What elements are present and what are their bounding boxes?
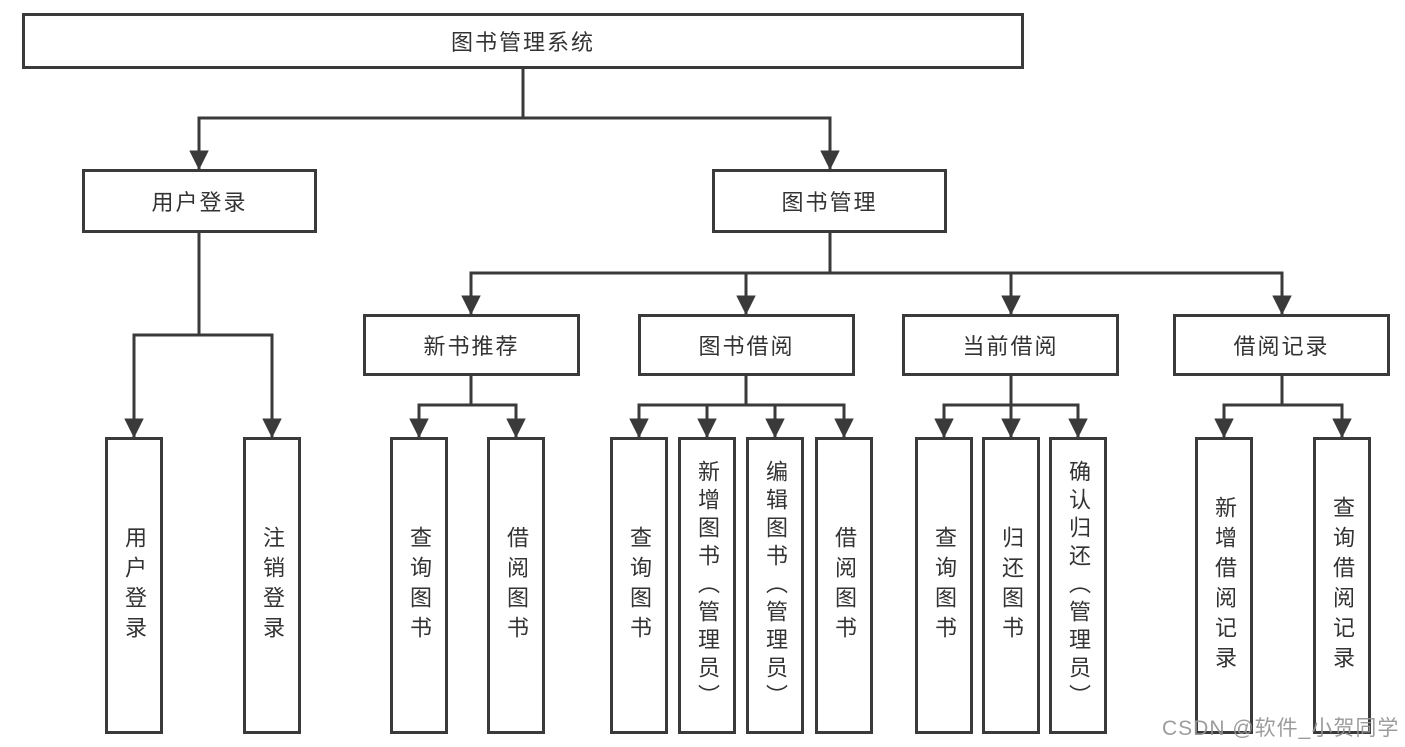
node-label: 新书推荐 bbox=[423, 334, 520, 359]
leaf-borrow-books-recommend: 借阅图书 bbox=[487, 437, 545, 734]
node-borrow-records: 借阅记录 bbox=[1173, 314, 1390, 376]
leaf-borrow-books: 借阅图书 bbox=[815, 437, 873, 734]
node-label: 新增图书（管理员） bbox=[695, 459, 720, 712]
leaf-return-book: 归还图书 bbox=[982, 437, 1040, 734]
node-label: 用户登录 bbox=[122, 525, 147, 646]
node-label: 当前借阅 bbox=[962, 334, 1059, 359]
node-label: 确认归还（管理员） bbox=[1066, 459, 1091, 712]
node-user-login: 用户登录 bbox=[82, 169, 317, 233]
node-current-borrow: 当前借阅 bbox=[902, 314, 1119, 376]
node-label: 借阅图书 bbox=[504, 525, 529, 646]
leaf-edit-book-admin: 编辑图书（管理员） bbox=[746, 437, 804, 734]
node-label: 编辑图书（管理员） bbox=[763, 459, 788, 712]
node-label: 查询图书 bbox=[932, 525, 957, 646]
leaf-add-borrow-record: 新增借阅记录 bbox=[1195, 437, 1253, 734]
node-label: 借阅图书 bbox=[832, 525, 857, 646]
node-label: 用户登录 bbox=[151, 190, 248, 215]
node-label: 新增借阅记录 bbox=[1212, 495, 1237, 676]
node-label: 图书借阅 bbox=[698, 334, 795, 359]
node-library-management-system: 图书管理系统 bbox=[22, 13, 1024, 69]
csdn-watermark: CSDN @软件_小贺同学 bbox=[1162, 717, 1400, 740]
node-label: 查询借阅记录 bbox=[1330, 495, 1355, 676]
leaf-query-books-recommend: 查询图书 bbox=[390, 437, 448, 734]
node-label: 借阅记录 bbox=[1233, 334, 1330, 359]
leaf-user-login: 用户登录 bbox=[105, 437, 163, 734]
leaf-add-book-admin: 新增图书（管理员） bbox=[678, 437, 736, 734]
leaf-logout: 注销登录 bbox=[243, 437, 301, 734]
leaf-query-books-current: 查询图书 bbox=[915, 437, 973, 734]
node-book-borrow: 图书借阅 bbox=[638, 314, 855, 376]
node-new-book-recommend: 新书推荐 bbox=[363, 314, 580, 376]
node-label: 图书管理 bbox=[781, 190, 878, 215]
node-label: 注销登录 bbox=[260, 525, 285, 646]
node-label: 图书管理系统 bbox=[450, 30, 595, 55]
leaf-query-borrow-record: 查询借阅记录 bbox=[1313, 437, 1371, 734]
leaf-confirm-return-admin: 确认归还（管理员） bbox=[1049, 437, 1107, 734]
node-label: 查询图书 bbox=[627, 525, 652, 646]
leaf-query-books-borrow: 查询图书 bbox=[610, 437, 668, 734]
node-label: 归还图书 bbox=[999, 525, 1024, 646]
node-book-management: 图书管理 bbox=[712, 169, 947, 233]
node-label: 查询图书 bbox=[407, 525, 432, 646]
